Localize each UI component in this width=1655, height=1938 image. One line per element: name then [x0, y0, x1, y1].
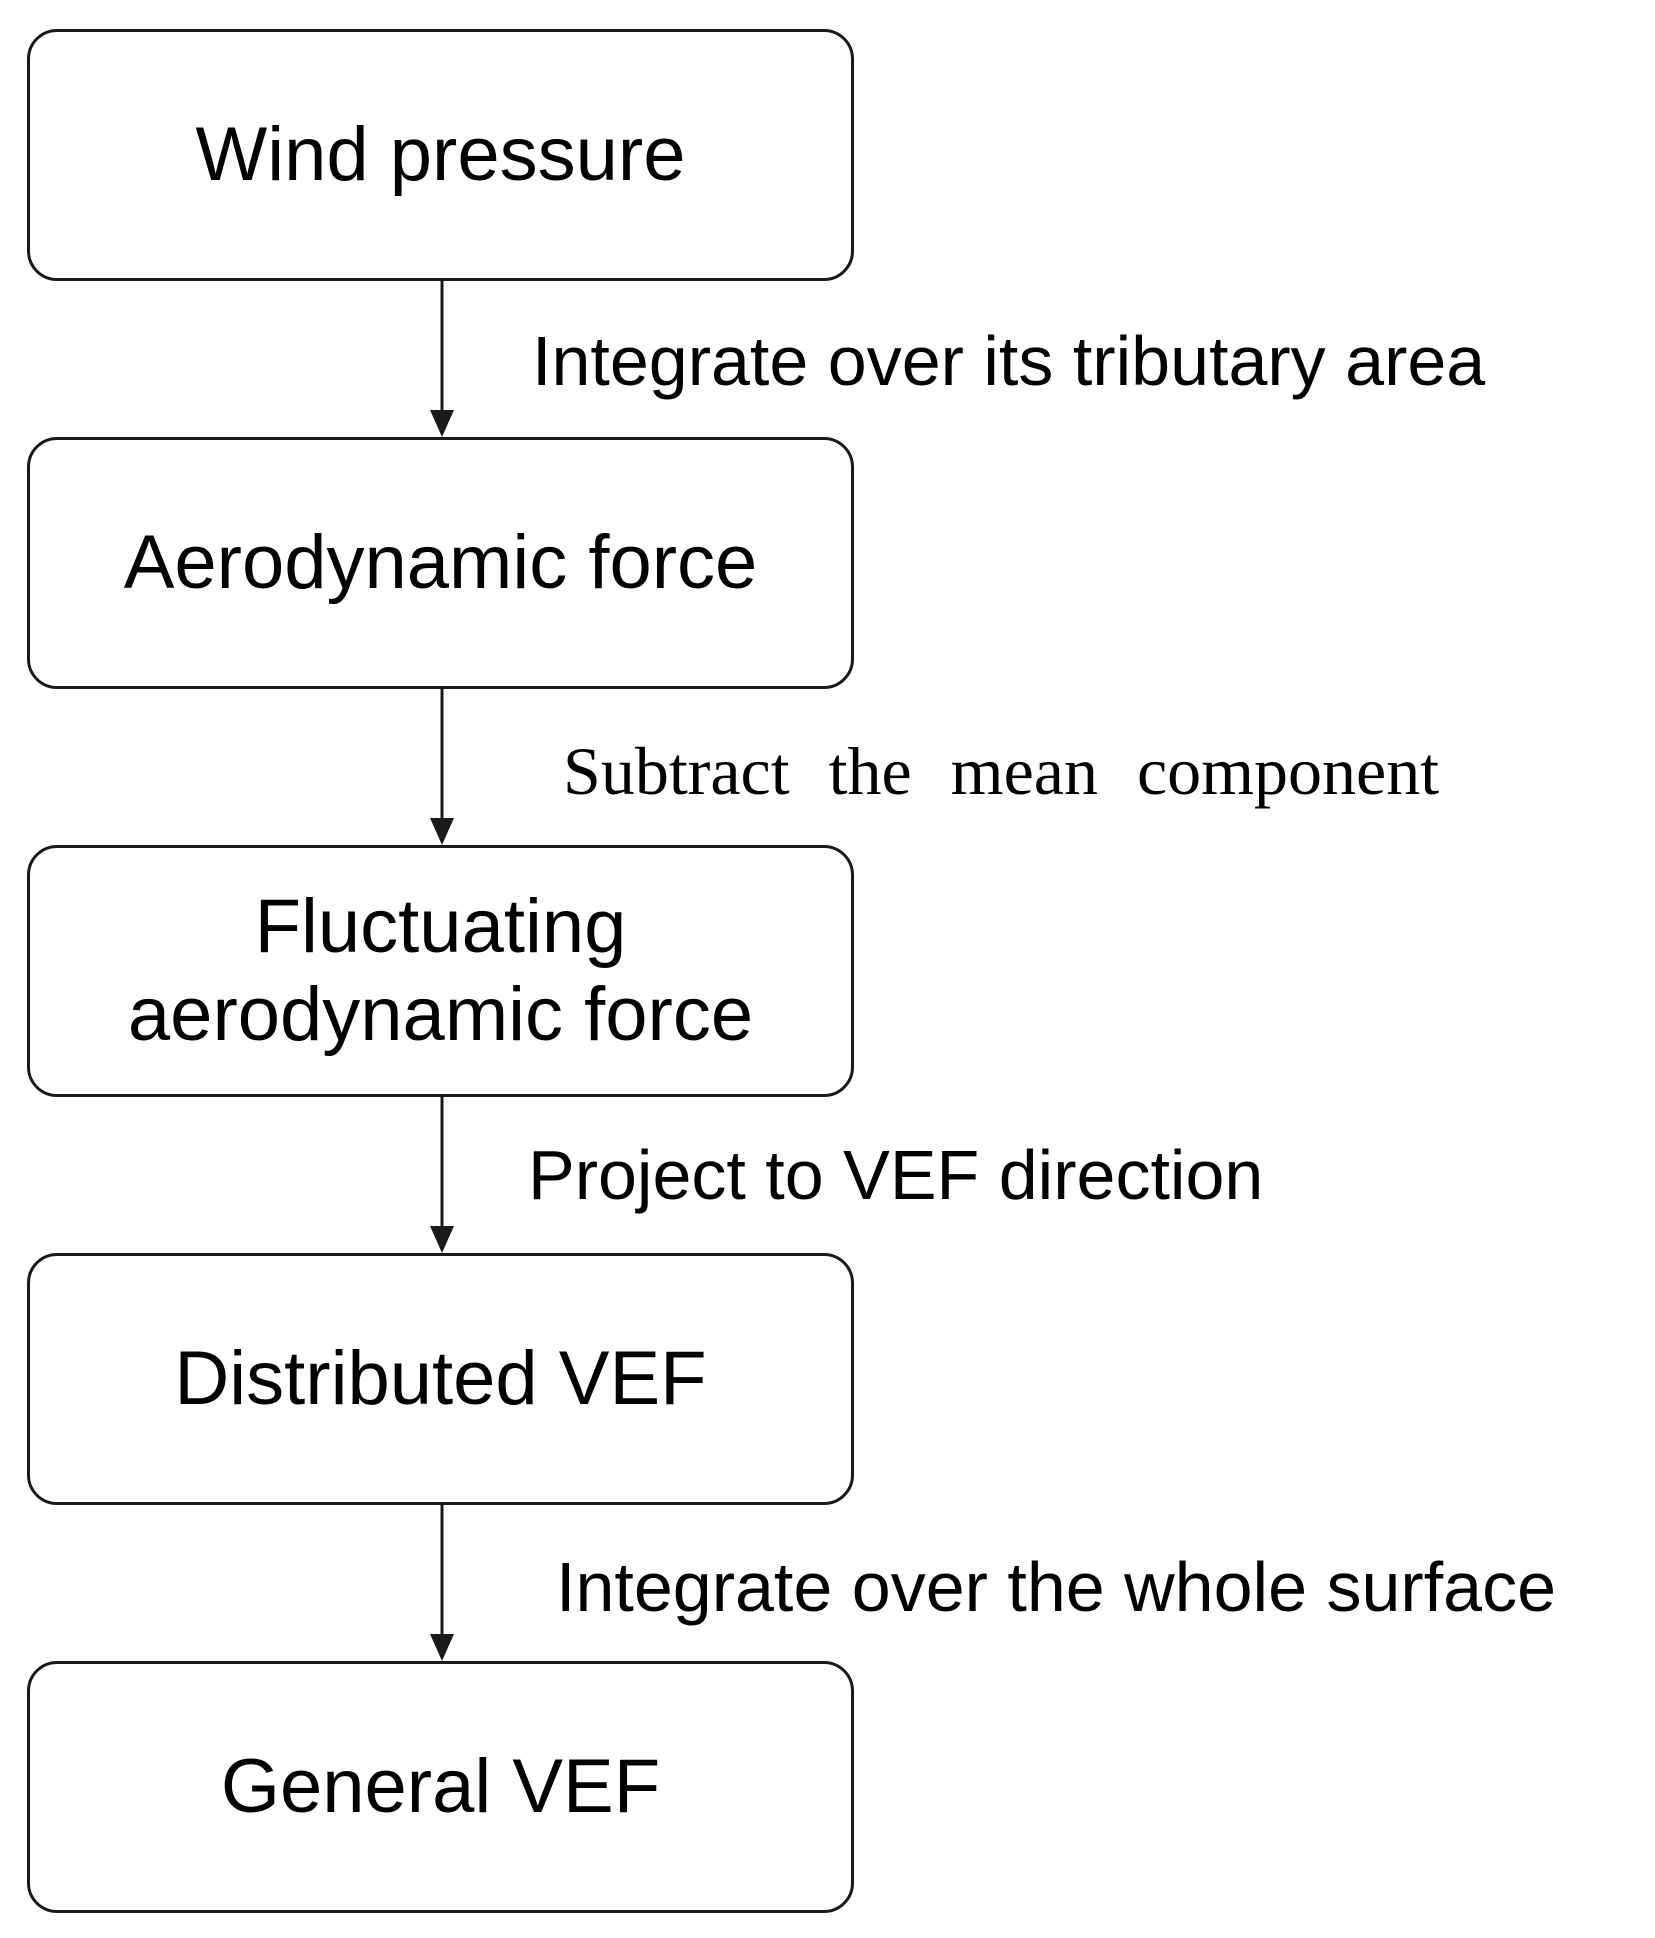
flow-box-aerodynamic-force: Aerodynamic force: [27, 437, 854, 689]
flow-box-fluctuating-aerodynamic-force: Fluctuating aerodynamic force: [27, 845, 854, 1097]
box-label-line-1: Fluctuating: [254, 883, 627, 969]
arrow-3: [430, 1097, 454, 1253]
step-label-project-vef: Project to VEF direction: [528, 1136, 1264, 1214]
box-label: Distributed VEF: [174, 1335, 707, 1421]
box-label: Aerodynamic force: [123, 519, 758, 605]
flow-box-general-vef: General VEF: [27, 1661, 854, 1913]
step-label-subtract-mean: Subtract the mean component: [563, 733, 1440, 809]
box-label-line-2: aerodynamic force: [127, 972, 754, 1057]
box-label: Wind pressure: [195, 111, 686, 197]
step-label-integrate-surface: Integrate over the whole surface: [556, 1548, 1557, 1626]
flow-box-distributed-vef: Distributed VEF: [27, 1253, 854, 1505]
arrow-1: [430, 281, 454, 437]
flow-box-wind-pressure: Wind pressure: [27, 29, 854, 281]
step-label-integrate-tributary: Integrate over its tributary area: [532, 322, 1486, 400]
arrow-2: [430, 689, 454, 845]
arrow-4: [430, 1505, 454, 1661]
box-label: General VEF: [220, 1743, 661, 1829]
